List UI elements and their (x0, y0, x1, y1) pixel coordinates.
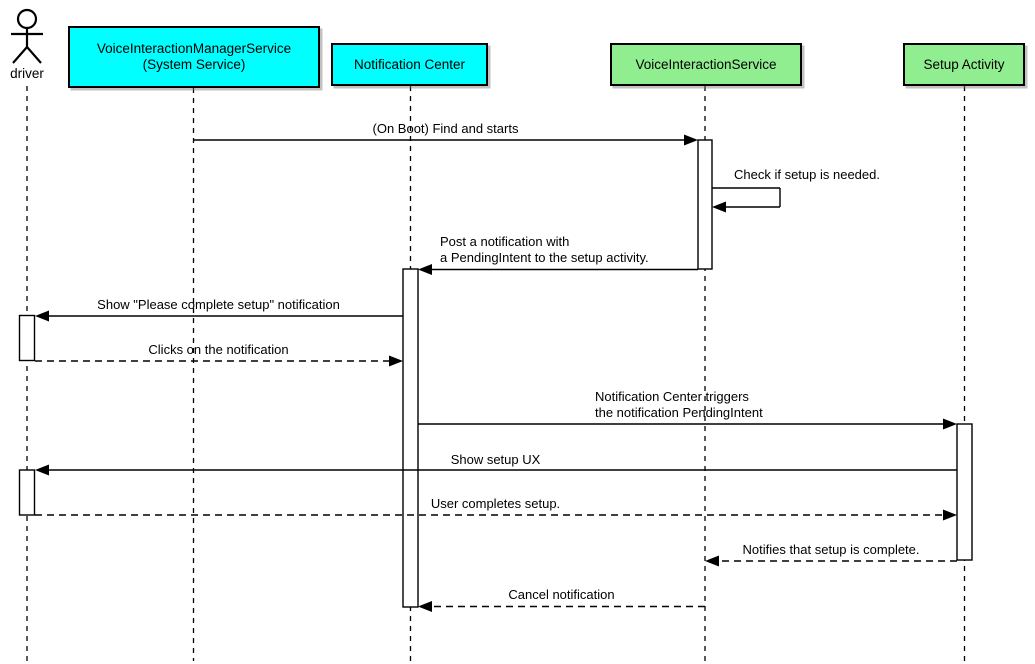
message-notify-complete-label: Notifies that setup is complete. (742, 542, 920, 557)
message-trigger-intent-label: Notification Center triggers the notific… (595, 389, 763, 420)
participant-setup-activity-label: Setup Activity (923, 56, 1005, 72)
message-check-setup-label: Check if setup is needed. (734, 167, 880, 182)
participant-setup-activity: Setup Activity (903, 43, 1025, 86)
activation-notification-center (402, 268, 419, 608)
arrowhead-user-completes (943, 509, 957, 521)
arrowhead-show-setup-ux (35, 464, 49, 476)
activation-bars (18, 139, 973, 608)
participant-notification-center: Notification Center (331, 43, 488, 86)
activation-voice-interaction-service (697, 139, 713, 270)
message-show-notification-label: Show "Please complete setup" notificatio… (97, 297, 340, 312)
arrowhead-cancel-notification (418, 601, 432, 612)
actor-leg-right (26, 46, 42, 64)
message-cancel-notification-label: Cancel notification (508, 587, 615, 602)
activation-driver-1 (18, 314, 36, 362)
actor-leg-left (12, 46, 28, 64)
arrowhead-show-notification (35, 310, 49, 322)
participant-notification-center-label: Notification Center (353, 56, 466, 72)
arrowhead-trigger-intent (943, 418, 957, 430)
message-post-notification-line1: Post a notification with (440, 234, 570, 249)
message-trigger-intent-line1: Notification Center triggers (595, 389, 749, 404)
participant-voice-interaction-manager-service: VoiceInteractionManagerService (System S… (68, 26, 320, 88)
arrowhead-check-setup (712, 201, 726, 213)
message-on-boot-label: (On Boot) Find and starts (372, 121, 519, 136)
message-click-notification-label: Clicks on the notification (148, 342, 289, 357)
message-post-notification-label: Post a notification with a PendingIntent… (440, 234, 649, 265)
actor-driver-icon (11, 8, 43, 64)
message-arrows (35, 134, 957, 612)
participant-vims-label-line1: VoiceInteractionManagerService (96, 41, 292, 56)
message-user-completes-label: User completes setup. (430, 496, 561, 511)
arrowhead-on-boot (684, 134, 698, 146)
message-post-notification-line2: a PendingIntent to the setup activity. (440, 249, 649, 265)
arrowhead-click-notification (389, 355, 403, 367)
participant-vims-label-line2: (System Service) (142, 57, 246, 72)
participant-vis-label: VoiceInteractionService (635, 56, 777, 72)
arrowhead-post-notification (418, 264, 432, 275)
actor-driver-label: driver (10, 66, 44, 81)
activation-driver-2 (18, 469, 36, 516)
message-trigger-intent-line2: the notification PendingIntent (595, 404, 763, 420)
activation-setup-activity (956, 423, 973, 561)
message-show-setup-ux-label: Show setup UX (450, 452, 541, 467)
arrowhead-notify-complete (705, 555, 719, 567)
participant-voice-interaction-service: VoiceInteractionService (610, 43, 802, 86)
actor-head (16, 8, 38, 30)
